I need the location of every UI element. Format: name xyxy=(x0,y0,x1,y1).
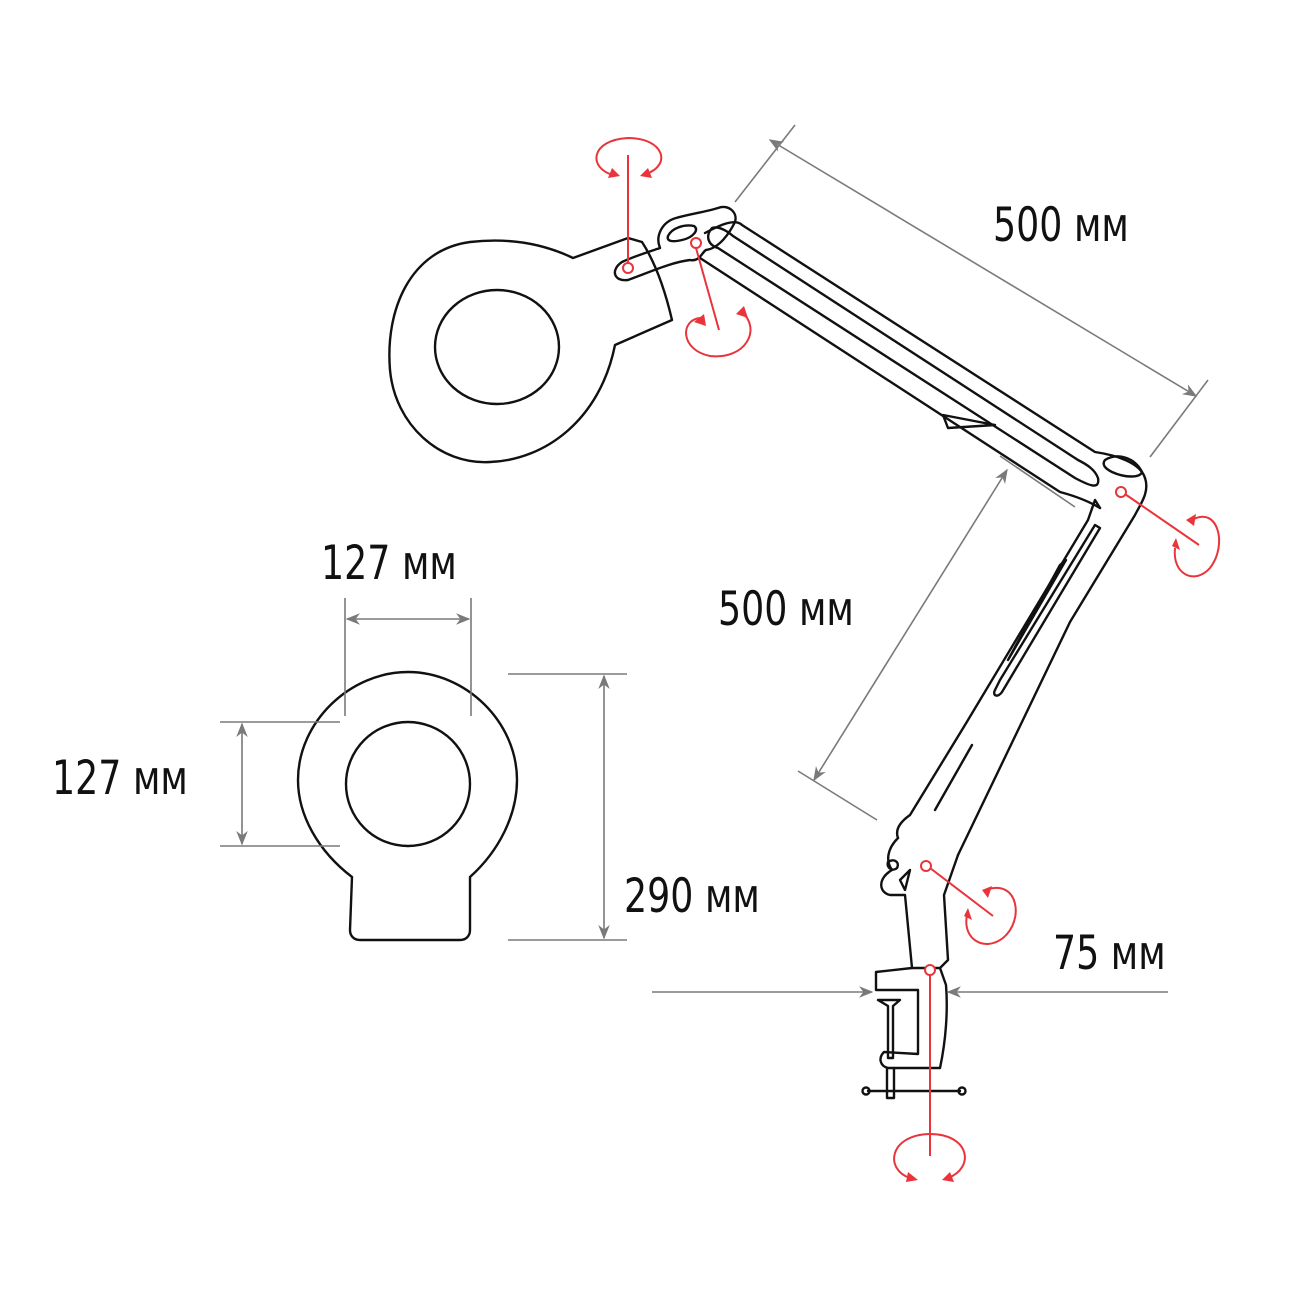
lower-arm xyxy=(896,476,1148,857)
clamp-base xyxy=(861,836,967,1100)
upper-arm xyxy=(698,220,1147,510)
dimension-lines xyxy=(220,124,1209,998)
rotation-base-swivel xyxy=(893,964,966,1182)
rotation-lower-arm-base xyxy=(920,860,1017,945)
rotation-head-tilt xyxy=(685,237,752,358)
rotation-elbow xyxy=(1115,486,1221,578)
lens-height-label: 127 мм xyxy=(52,751,188,806)
rotation-head-vertical xyxy=(595,136,663,274)
lens-width-label: 127 мм xyxy=(321,536,457,591)
magnifier-head-perspective xyxy=(388,205,737,464)
lower-arm-length-label: 500 мм xyxy=(718,582,854,637)
clamp-width-label: 75 мм xyxy=(1053,926,1166,981)
magnifier-head-front-view xyxy=(296,670,519,942)
upper-arm-length-label: 500 мм xyxy=(993,198,1129,253)
head-height-label: 290 мм xyxy=(624,869,760,924)
